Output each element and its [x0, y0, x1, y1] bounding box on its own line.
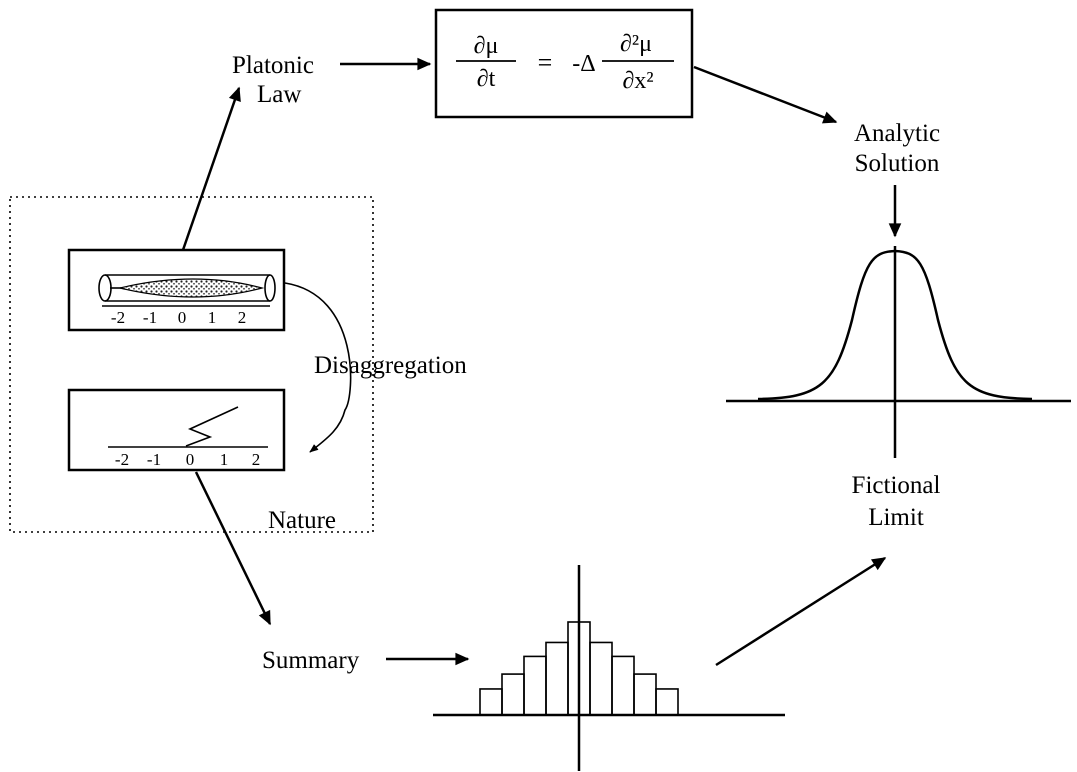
eq-equals: =: [538, 48, 553, 77]
analytic-label-line2: Solution: [855, 150, 940, 177]
eq-coefficient: -Δ: [572, 51, 595, 77]
random-walk-panel: [67, 388, 286, 472]
disaggregation-label: Disaggregation: [314, 352, 467, 379]
tube-tick: -2: [111, 308, 125, 327]
tube-tick: -1: [143, 308, 157, 327]
walk-tick: -1: [147, 450, 161, 469]
analytic-label-line1: Analytic: [854, 120, 940, 147]
arrow-walk-to-summary: [194, 471, 272, 626]
eq-lhs-denominator: ∂t: [477, 66, 496, 92]
random-walk-icon: -2 -1 0 1 2: [108, 406, 268, 469]
bell-curve: [757, 249, 1033, 401]
fictional-label-line2: Limit: [868, 504, 924, 531]
tube-axis: -2 -1 0 1 2: [102, 305, 270, 327]
walk-tick: 0: [186, 450, 195, 469]
arrow-equation-to-analytic: [693, 65, 838, 124]
particle-cloud: [119, 278, 265, 298]
tube-tick: 2: [238, 308, 247, 327]
diffusion-equation: ∂μ ∂t = -Δ ∂²μ ∂x²: [456, 31, 674, 94]
platonic-label-line1: Platonic: [232, 52, 314, 79]
histogram-bar: [501, 673, 525, 716]
summary-label: Summary: [262, 647, 360, 674]
disaggregation-arrow: [284, 282, 352, 453]
eq-rhs-numerator: ∂²μ: [620, 31, 652, 57]
eq-rhs-denominator: ∂x²: [622, 68, 653, 94]
walk-tick: -2: [115, 450, 129, 469]
tube-tick: 0: [178, 308, 187, 327]
histogram-bar: [633, 673, 657, 716]
platonic-label-line2: Law: [257, 81, 301, 108]
eq-lhs-numerator: ∂μ: [474, 33, 499, 59]
histogram-bar: [611, 655, 635, 716]
walk-tick: 1: [220, 450, 229, 469]
histogram-bar: [523, 655, 547, 716]
nature-label: Nature: [268, 507, 336, 534]
histogram-bar: [655, 688, 679, 716]
histogram-bar: [479, 688, 503, 716]
fictional-label-line1: Fictional: [852, 472, 941, 499]
tube-panel: [67, 248, 286, 332]
arrow-histogram-to-limit: [715, 556, 887, 667]
histogram-bar: [545, 641, 569, 716]
arrow-nature-to-platonic: [181, 86, 241, 251]
histogram-bar: [589, 641, 613, 716]
tube-icon: [98, 274, 276, 302]
walk-tick: 2: [252, 450, 261, 469]
histogram-plot: [433, 565, 785, 771]
bell-curve-plot: [726, 246, 1071, 458]
equation-box: [434, 8, 694, 119]
tube-tick: 1: [208, 308, 217, 327]
nature-box: [9, 196, 374, 533]
